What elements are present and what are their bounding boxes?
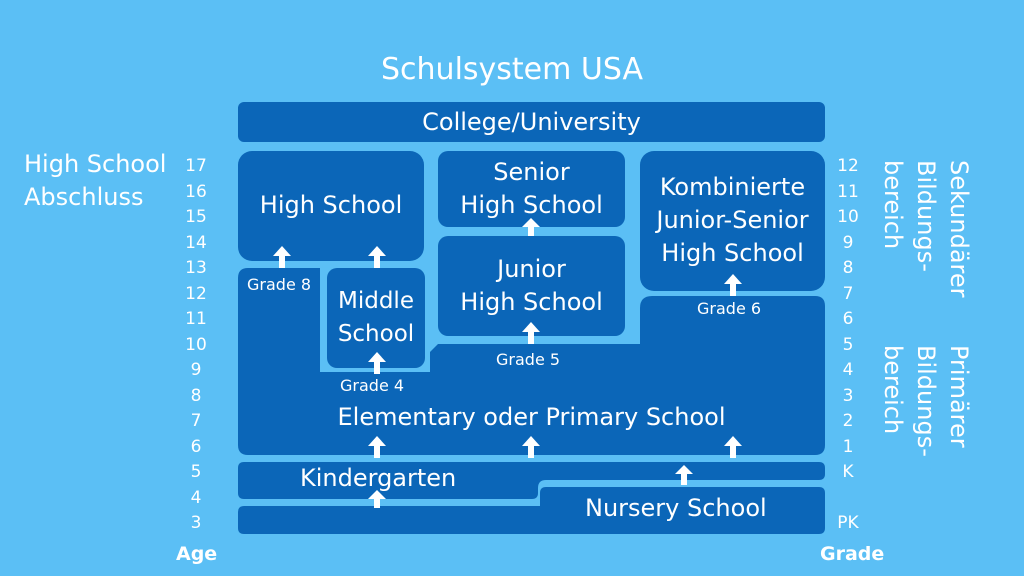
primaerer-bildungsbereich-label: Primärer Bildungs- bereich (876, 345, 975, 457)
age-scale: 17 16 15 14 13 12 11 10 9 8 7 6 5 4 3 (176, 154, 216, 537)
grade-tick: 5 (842, 334, 854, 355)
age-tick: 4 (190, 487, 202, 508)
grade-tick: 12 (837, 156, 859, 176)
high-school-box: High School (238, 151, 424, 261)
arrow-up-icon (368, 246, 386, 268)
age-tick: 9 (190, 360, 202, 380)
grade-5-label: Grade 5 (496, 350, 561, 369)
age-tick: 16 (185, 181, 207, 202)
sekundaerer-bildungsbereich-label: Sekundärer Bildungs- bereich (876, 160, 975, 298)
sek-line3: bereich (879, 160, 907, 250)
grade-4-label: Grade 4 (340, 376, 405, 395)
college-university-box: College/University (238, 102, 825, 142)
prim-line1: Primärer (945, 345, 973, 448)
grade-tick: 3 (842, 385, 854, 406)
grade-tick: 1 (842, 436, 854, 457)
age-axis-label: Age (176, 543, 218, 565)
caption-line1: High School (24, 150, 167, 178)
middle-school-box: Middle School (327, 268, 425, 368)
arrow-up-icon (368, 436, 386, 458)
age-tick: 7 (190, 411, 202, 431)
arrow-up-icon (522, 436, 540, 458)
kombinierte-label-line3: High School (661, 239, 804, 267)
arrow-up-icon (368, 352, 386, 374)
grade-6-label: Grade 6 (697, 299, 762, 318)
college-label: College/University (422, 107, 641, 136)
elementary-label: Elementary oder Primary School (337, 403, 726, 431)
arrow-up-icon (724, 436, 742, 458)
grade-tick: 10 (837, 207, 859, 227)
nursery-school-label: Nursery School (585, 494, 767, 522)
sek-line1: Sekundärer (945, 160, 973, 298)
arrow-up-icon (273, 246, 291, 268)
senior-label-line1: Senior (493, 158, 570, 186)
middle-label-line2: School (337, 321, 415, 347)
prim-line3: bereich (879, 345, 907, 435)
grade-scale: 12 11 10 9 8 7 6 5 4 3 2 1 K PK (833, 154, 863, 537)
grade-tick: 4 (842, 360, 854, 380)
diagram-title: Schulsystem USA (381, 52, 643, 87)
age-tick: 3 (190, 513, 202, 533)
junior-label-line2: High School (460, 288, 603, 316)
kombinierte-label-line1: Kombinierte (659, 173, 806, 201)
nursery-school-box (238, 487, 825, 534)
high-school-abschluss-caption: High School Abschluss (24, 148, 166, 214)
senior-label-line2: High School (460, 191, 603, 219)
arrow-up-icon (522, 322, 540, 344)
age-tick: 13 (185, 258, 207, 278)
kombinierte-high-school-box: Kombinierte Junior-Senior High School (640, 151, 825, 291)
age-tick: 17 (185, 156, 207, 176)
arrow-up-icon (675, 465, 693, 487)
age-tick: 5 (190, 462, 202, 482)
grade-axis-label: Grade (820, 543, 885, 565)
grade-tick (833, 486, 863, 512)
sek-line2: Bildungs- (912, 160, 940, 272)
grade-tick: K (842, 462, 854, 482)
grade-tick: 7 (842, 283, 854, 304)
age-tick: 15 (185, 207, 207, 227)
middle-label-line1: Middle (338, 288, 414, 314)
grade-8-label: Grade 8 (247, 275, 312, 294)
grade-tick: 11 (837, 181, 859, 202)
caption-line2: Abschluss (24, 183, 144, 211)
prim-line2: Bildungs- (912, 345, 940, 457)
junior-label-line1: Junior (497, 255, 566, 283)
age-tick: 14 (185, 232, 207, 253)
grade-tick: 8 (842, 258, 854, 278)
arrow-up-icon (522, 218, 540, 240)
junior-high-school-box: Junior High School (438, 236, 625, 336)
age-tick: 10 (185, 334, 207, 355)
grade-tick: 6 (842, 309, 854, 329)
kombinierte-label-line2: Junior-Senior (656, 206, 809, 234)
age-tick: 12 (185, 283, 207, 304)
arrow-up-icon (368, 490, 386, 512)
age-tick: 8 (190, 385, 202, 406)
grade-tick: PK (837, 513, 859, 533)
senior-high-school-box: Senior High School (438, 151, 625, 227)
high-school-label: High School (259, 191, 403, 219)
grade-tick: 2 (842, 411, 854, 431)
grade-tick: 9 (842, 232, 854, 253)
age-tick: 11 (185, 309, 207, 329)
age-tick: 6 (190, 436, 202, 457)
arrow-up-icon (724, 274, 742, 296)
kindergarten-label: Kindergarten (300, 464, 457, 492)
